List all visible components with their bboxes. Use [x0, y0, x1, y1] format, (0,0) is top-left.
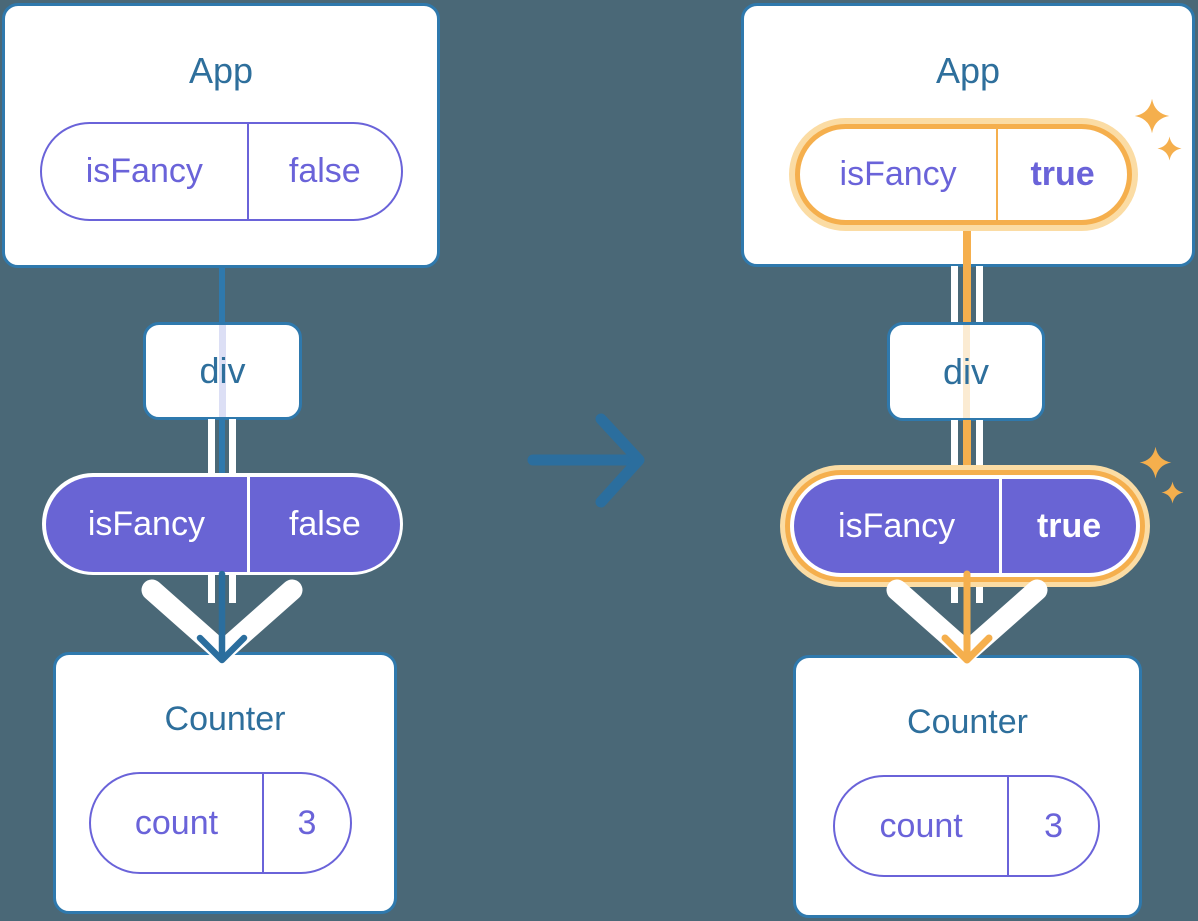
prop-flow-pipe [951, 266, 958, 322]
app-prop-pill: isFancy true [795, 124, 1132, 225]
div-card: div [887, 322, 1045, 421]
prop-flow-pipe [976, 266, 983, 322]
prop-flow-stem [963, 224, 971, 268]
prop-value-cell: false [247, 476, 399, 572]
prop-value-cell: true [996, 129, 1127, 220]
prop-flow-pipe [976, 578, 983, 603]
tree-edge-div-counter [219, 419, 225, 474]
prop-flow-pipe [229, 573, 236, 603]
prop-flow-pipe [208, 573, 215, 603]
sparkle-icon [1134, 98, 1170, 134]
app-card-title: App [188, 50, 254, 91]
state-value-cell: 3 [261, 774, 350, 872]
sparkle-icon [1157, 136, 1182, 161]
state-key-cell: count [879, 806, 963, 845]
prop-line-through-div [219, 325, 226, 417]
counter-state-pill: count 3 [833, 775, 1100, 877]
passed-prop-pill: isFancy false [42, 473, 403, 575]
down-arrow-icon [141, 570, 303, 664]
sparkle-icon [1161, 481, 1184, 504]
app-card-title: App [935, 50, 1001, 91]
prop-flow-pipe [951, 420, 958, 470]
counter-card-title: Counter [907, 703, 1028, 741]
right-arrow-icon [527, 413, 645, 508]
passed-prop-pill-highlighted: isFancy true [780, 465, 1150, 587]
down-arrow-icon [886, 570, 1048, 664]
prop-flow-pipe [229, 419, 236, 474]
prop-flow-pipe [208, 419, 215, 474]
prop-key-cell: isFancy [85, 152, 203, 190]
prop-value-cell: true [999, 479, 1136, 573]
counter-state-pill: count 3 [89, 772, 352, 874]
prop-value-cell: false [246, 124, 401, 219]
tree-edge-app-div [219, 266, 225, 324]
prop-key-cell: isFancy [838, 506, 956, 545]
app-prop-pill: isFancy false [40, 122, 403, 221]
passed-prop-pill: isFancy true [794, 479, 1136, 573]
div-card-label: div [942, 350, 990, 392]
highlight-ring: isFancy true [785, 470, 1145, 582]
prop-key-cell: isFancy [87, 504, 205, 543]
prop-flow-pipe [976, 420, 983, 470]
prop-flow-pipe [951, 578, 958, 603]
highlight-ring-inner: isFancy true [790, 475, 1140, 577]
div-card-label: div [199, 350, 246, 391]
prop-line-through-div [962, 325, 970, 418]
passed-prop-pill-body: isFancy false [45, 476, 400, 572]
div-card: div [143, 322, 302, 420]
sparkle-icon [1139, 446, 1172, 479]
counter-card-title: Counter [164, 700, 286, 738]
app-prop-pill-highlighted: isFancy true [789, 118, 1138, 231]
state-key-cell: count [134, 803, 219, 842]
prop-flow-stem [963, 420, 971, 470]
prop-key-cell: isFancy [839, 155, 957, 193]
prop-flow-stem [963, 266, 971, 322]
state-value-cell: 3 [1007, 777, 1098, 875]
